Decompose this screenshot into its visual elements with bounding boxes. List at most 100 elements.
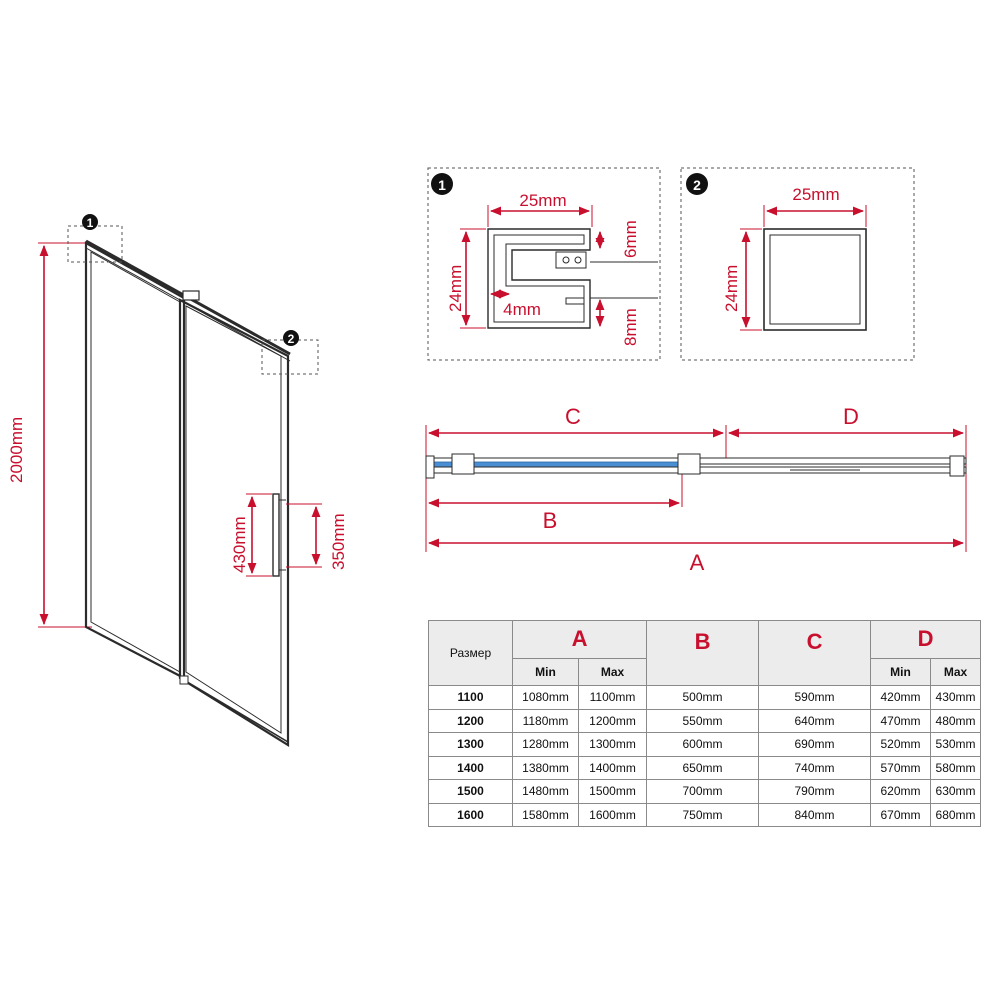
- detail-2-number: 2: [288, 332, 295, 346]
- door-elevation: 2000mm 430mm 350mm 1 2: [7, 214, 348, 747]
- row-a-min: 1580mm: [512, 802, 579, 828]
- row-d-max: 680mm: [930, 802, 982, 828]
- row-a-max: 1500mm: [577, 779, 648, 804]
- row-d-max: 630mm: [930, 779, 982, 804]
- profile-2-height-label: 24mm: [722, 265, 741, 312]
- plan-label-c: C: [565, 404, 581, 429]
- profile-1-bottom-gap-label: 8mm: [621, 308, 640, 346]
- sliding-panel-glass: [185, 305, 282, 734]
- plan-roller-left: [451, 453, 475, 475]
- profile-1-slot-label: 4mm: [503, 300, 541, 319]
- table-row: 1200 1180mm 1200mm 550mm 640mm 470mm 480…: [428, 708, 982, 734]
- row-d-max: 580mm: [930, 755, 982, 781]
- plan-label-a: A: [690, 550, 705, 575]
- row-c: 690mm: [758, 732, 872, 757]
- row-b: 500mm: [646, 685, 760, 710]
- profile-1-badge-number: 1: [438, 177, 446, 193]
- row-size: 1200: [428, 708, 513, 734]
- plan-label-b: B: [543, 508, 558, 533]
- table-row: 1300 1280mm 1300mm 600mm 690mm 520mm 530…: [428, 732, 982, 757]
- profile-2-badge-number: 2: [693, 177, 701, 193]
- header-a-min: Min: [512, 657, 579, 687]
- row-a-min: 1280mm: [512, 732, 579, 757]
- handle-length-label: 430mm: [230, 516, 249, 573]
- fixed-panel-glass: [90, 251, 181, 673]
- profile-1-height-label: 24mm: [446, 265, 465, 312]
- plan-label-d: D: [843, 404, 859, 429]
- row-size: 1500: [428, 779, 513, 804]
- row-a-max: 1600mm: [577, 802, 648, 828]
- table-header-row: Размер A B C D: [428, 619, 982, 687]
- row-a-min: 1380mm: [512, 755, 579, 781]
- row-c: 740mm: [758, 755, 872, 781]
- row-a-max: 1400mm: [577, 755, 648, 781]
- size-table: Размер A B C D Min Max Min Max 1100 1080…: [428, 619, 982, 828]
- profile-1-screw: [562, 256, 570, 264]
- floor-guide: [179, 675, 189, 685]
- profile-1-badge: [431, 173, 453, 195]
- fixed-panel-frame: [84, 241, 186, 680]
- plan-wall-profile: [949, 455, 965, 477]
- table-row: 1600 1580mm 1600mm 750mm 840mm 670mm 680…: [428, 802, 982, 828]
- row-a-min: 1080mm: [512, 685, 579, 710]
- row-d-max: 480mm: [930, 708, 982, 734]
- header-c: C: [758, 619, 872, 687]
- profile-1-top-gap-label: 6mm: [621, 220, 640, 258]
- row-size: 1400: [428, 755, 513, 781]
- profile-1-screw-2: [574, 256, 582, 264]
- size-header: Размер: [428, 619, 513, 687]
- plan-roller-right: [677, 453, 701, 475]
- row-a-max: 1100mm: [577, 685, 648, 710]
- profile-1-slot: [565, 297, 585, 305]
- row-c: 590mm: [758, 685, 872, 710]
- header-b: B: [646, 619, 760, 687]
- row-c: 840mm: [758, 802, 872, 828]
- profile-1-box: [427, 167, 661, 361]
- header-d-min: Min: [870, 657, 932, 687]
- header-d-max: Max: [930, 657, 982, 687]
- mount-spacing-label: 350mm: [329, 513, 348, 570]
- header-d: D: [870, 620, 982, 659]
- detail-1-badge: [82, 214, 98, 230]
- plan-view: C D B A: [425, 404, 967, 575]
- plan-wall-profile-left: [425, 455, 435, 479]
- profile-1-detail: 1 25mm 24mm 4mm 6mm 8mm: [427, 167, 661, 361]
- row-c: 790mm: [758, 779, 872, 804]
- row-b: 550mm: [646, 708, 760, 734]
- row-d-min: 420mm: [870, 685, 932, 710]
- row-size: 1300: [428, 732, 513, 757]
- row-b: 750mm: [646, 802, 760, 828]
- detail-1-number: 1: [87, 216, 94, 230]
- profile-2-outer: [763, 228, 867, 331]
- profile-1-inner: [493, 234, 585, 323]
- door-handle: [272, 493, 280, 577]
- row-b: 600mm: [646, 732, 760, 757]
- row-d-min: 470mm: [870, 708, 932, 734]
- row-d-min: 670mm: [870, 802, 932, 828]
- row-c: 640mm: [758, 708, 872, 734]
- profile-2-inner: [769, 234, 861, 325]
- row-d-max: 430mm: [930, 685, 982, 710]
- height-label: 2000mm: [7, 417, 26, 483]
- profile-2-badge: [686, 173, 708, 195]
- row-d-max: 530mm: [930, 732, 982, 757]
- profile-1-outer: [487, 228, 591, 329]
- detail-2-box: [261, 339, 319, 375]
- sliding-panel-frame: [178, 298, 290, 747]
- row-b: 700mm: [646, 779, 760, 804]
- profile-2-box: [680, 167, 915, 361]
- top-rail-inner: [85, 247, 291, 362]
- table-row: 1500 1480mm 1500mm 700mm 790mm 620mm 630…: [428, 779, 982, 804]
- row-a-max: 1200mm: [577, 708, 648, 734]
- row-d-min: 520mm: [870, 732, 932, 757]
- row-d-min: 570mm: [870, 755, 932, 781]
- table-row: 1400 1380mm 1400mm 650mm 740mm 570mm 580…: [428, 755, 982, 781]
- profile-2-width-label: 25mm: [792, 185, 839, 204]
- roller-bracket: [182, 290, 200, 301]
- row-b: 650mm: [646, 755, 760, 781]
- row-a-max: 1300mm: [577, 732, 648, 757]
- row-a-min: 1180mm: [512, 708, 579, 734]
- detail-2-badge: [283, 330, 299, 346]
